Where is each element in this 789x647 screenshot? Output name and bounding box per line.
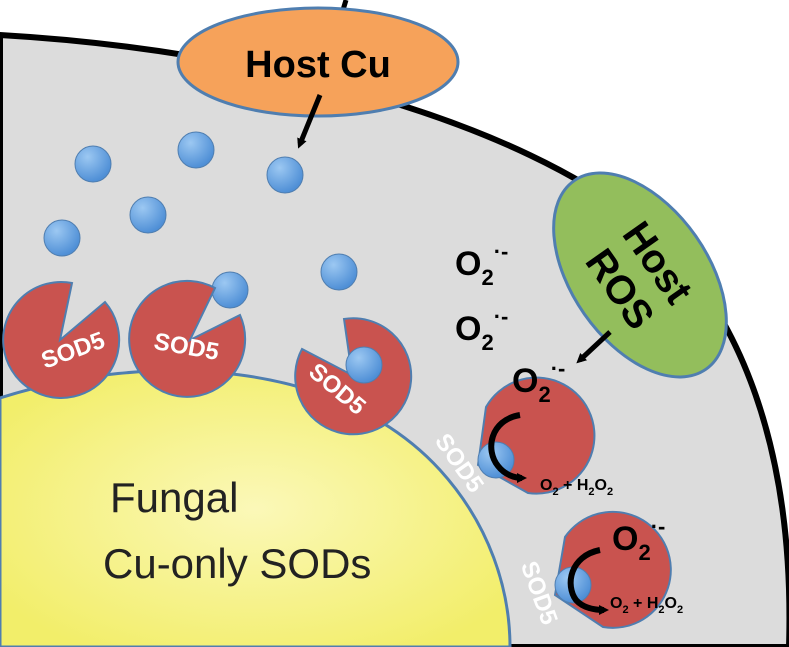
superoxide-label: O2·- [512, 356, 565, 407]
superoxide-label: O2·- [455, 304, 508, 355]
sod5-enzyme-5: SOD5 [515, 510, 672, 629]
host-cu-label: Host Cu [245, 44, 391, 86]
bound-copper-ion [345, 346, 383, 384]
copper-ion [74, 145, 112, 183]
reaction-products-label: O2 + H2O2 [610, 595, 683, 616]
sod5-enzyme-1: SOD5 [2, 281, 121, 399]
ros-arrow [576, 330, 612, 364]
copper-ion [320, 253, 358, 291]
cu-arrow [297, 94, 323, 149]
fungal-label-line2: Cu-only SODs [103, 540, 371, 587]
reaction-products-label: O2 + H2O2 [540, 477, 613, 498]
superoxide-label: O2·- [455, 239, 508, 290]
fungal-label-line1: Fungal [110, 474, 238, 521]
copper-ions [43, 131, 358, 309]
copper-ion [266, 156, 304, 194]
host-cu-ellipse [176, 6, 460, 118]
host-ros-group: Host ROS [552, 171, 728, 379]
copper-ion [43, 219, 81, 257]
copper-ion [211, 271, 249, 309]
copper-ion [129, 196, 167, 234]
reaction-arrow-1 [488, 412, 527, 483]
copper-ion [177, 131, 215, 169]
reaction-arrow-2 [567, 547, 609, 615]
sod5-enzyme-2: SOD5 [128, 279, 247, 398]
host-ros-ellipse [552, 171, 728, 379]
superoxide-label: O2·- [612, 514, 665, 565]
sod5-enzyme-3: SOD5 [294, 317, 413, 436]
fungal-cell [0, 369, 512, 647]
